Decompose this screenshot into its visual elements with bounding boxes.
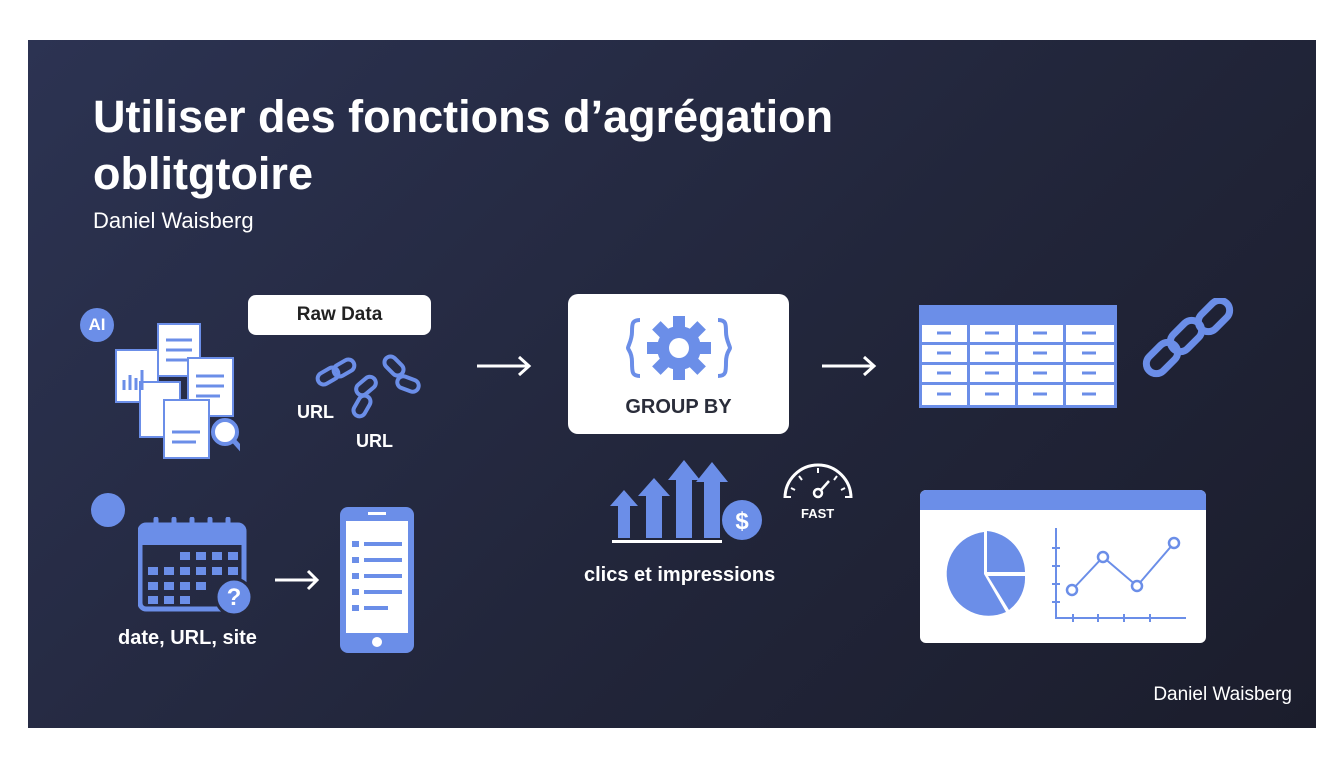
url-label: URL [297,402,334,422]
bullet-dot [91,493,125,527]
speed-label: FAST [801,506,835,521]
dashboard-chart-icon [920,490,1206,643]
arrow-right-icon [477,355,532,377]
documents-icon [115,323,240,459]
slide-title: Utiliser des fonctions d’agrégation obli… [93,91,834,199]
calendar-caption: date, URL, site [118,627,257,649]
slide-author: Daniel Waisberg [93,208,254,233]
gear-braces-icon [626,316,732,380]
question-icon [214,577,254,617]
ai-badge: AI [80,308,114,342]
phone-list-icon [340,507,414,653]
footer-author: Daniel Waisberg [1153,684,1292,705]
dollar-icon [722,500,762,540]
slide: Utiliser des fonctions d’agrégation obli… [28,40,1316,728]
magnifier-icon [211,418,239,446]
calendar-icon: ? [138,517,254,617]
table-icon [919,305,1117,408]
chain-link-icon [1142,298,1234,378]
svg-text:?: ? [227,584,242,611]
url-label: URL [356,431,393,451]
raw-data-label: Raw Data [248,295,431,335]
svg-text:$: $ [735,508,749,535]
chain-link-icon [315,354,421,419]
group-by-label: GROUP BY [625,396,732,418]
group-by-box: GROUP BY [568,294,789,434]
arrow-right-icon [275,569,320,591]
growth-caption: clics et impressions [584,564,776,586]
arrow-right-icon [822,355,877,377]
growth-arrows-icon: $ [610,460,762,543]
speedometer-icon [781,460,855,507]
